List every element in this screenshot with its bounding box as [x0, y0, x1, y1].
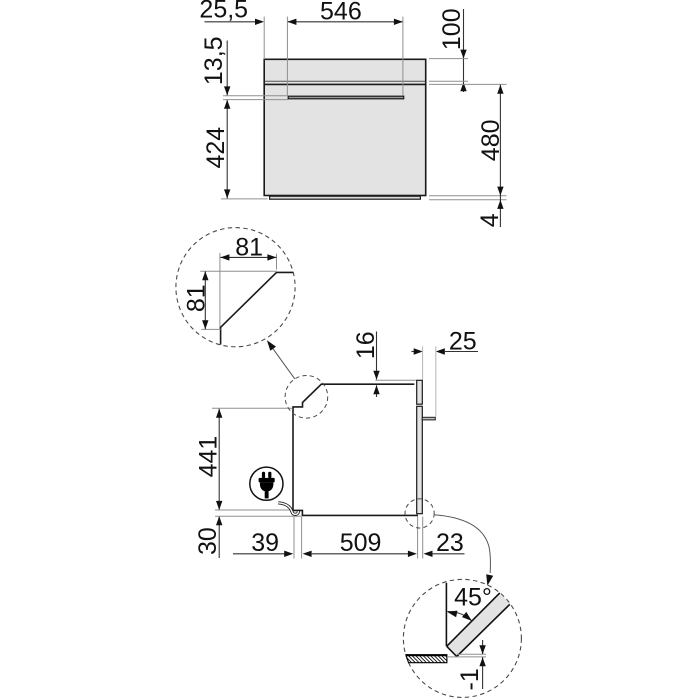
svg-text:546: 546	[320, 0, 362, 25]
svg-text:-1: -1	[456, 668, 484, 690]
svg-text:30: 30	[194, 527, 222, 555]
svg-text:23: 23	[436, 529, 464, 557]
svg-text:25,5: 25,5	[199, 0, 248, 24]
svg-text:45°: 45°	[454, 584, 492, 612]
svg-text:16: 16	[352, 331, 380, 359]
svg-text:4: 4	[476, 213, 504, 227]
svg-text:509: 509	[340, 529, 382, 557]
svg-text:441: 441	[194, 436, 222, 478]
svg-text:25: 25	[449, 328, 477, 356]
svg-text:13,5: 13,5	[200, 36, 228, 85]
svg-text:81: 81	[182, 284, 210, 312]
svg-text:100: 100	[438, 8, 466, 50]
svg-text:39: 39	[251, 529, 279, 557]
svg-text:424: 424	[202, 127, 230, 169]
